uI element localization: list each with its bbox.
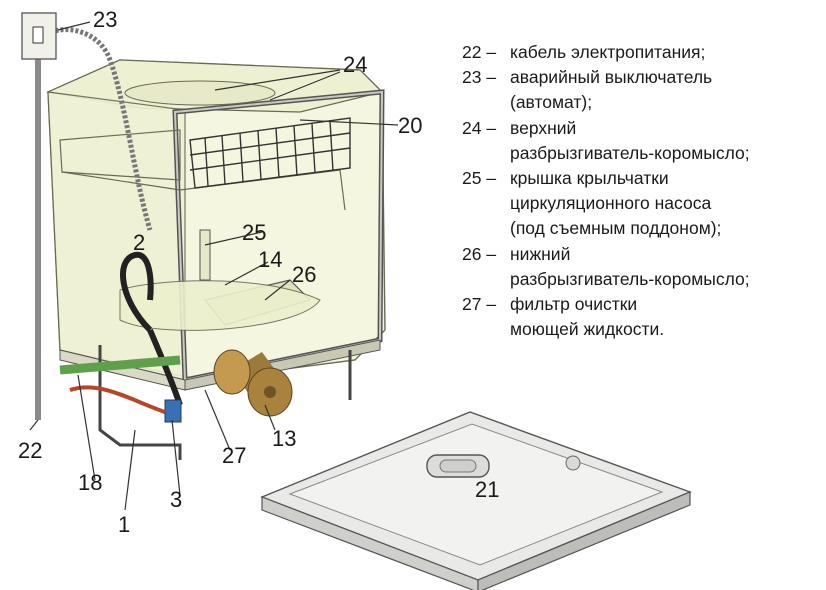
legend-text: крышка крыльчатки <box>510 168 669 189</box>
legend: 22 – кабель электропитания; 23 – аварийн… <box>462 40 822 342</box>
legend-text: циркуляционного насоса <box>510 193 712 214</box>
legend-text: моющей жидкости. <box>510 319 665 340</box>
legend-item-23: 23 – аварийный выключатель (автомат); <box>462 65 822 115</box>
label-22: 22 <box>18 438 42 463</box>
legend-key: 22 – <box>462 42 497 62</box>
label-13: 13 <box>272 426 296 451</box>
legend-item-24: 24 – верхний разбрызгиватель-коромысло; <box>462 116 822 166</box>
label-24: 24 <box>343 52 367 77</box>
label-18: 18 <box>78 470 102 495</box>
label-14: 14 <box>258 247 282 272</box>
label-26: 26 <box>292 262 316 287</box>
label-27: 27 <box>222 443 246 468</box>
label-3: 3 <box>170 487 182 512</box>
label-20: 20 <box>398 113 422 138</box>
legend-key: 27 – <box>462 294 497 315</box>
label-1: 1 <box>118 512 130 537</box>
legend-key: 24 – <box>462 117 497 138</box>
label-23: 23 <box>93 7 117 32</box>
power-cable <box>35 27 153 420</box>
legend-text: разбрызгиватель-коромысло; <box>510 268 750 289</box>
dishwasher-body <box>45 59 386 460</box>
legend-text: (под съемным поддоном); <box>510 218 722 239</box>
sump-cover-part <box>260 411 692 590</box>
circuit-breaker <box>21 12 57 60</box>
legend-key: 26 – <box>462 243 497 264</box>
legend-item-22: 22 – кабель электропитания; <box>462 40 822 65</box>
legend-item-26: 26 – нижний разбрызгиватель-коромысло; <box>462 242 822 292</box>
legend-text: фильтр очистки <box>510 294 638 315</box>
leader-lines <box>29 21 399 511</box>
legend-text: кабель электропитания; <box>510 42 706 62</box>
legend-text: (автомат); <box>510 92 593 113</box>
legend-item-25: 25 – крышка крыльчатки циркуляционного н… <box>462 166 822 242</box>
legend-item-27: 27 – фильтр очистки моющей жидкости. <box>462 292 822 342</box>
legend-key: 25 – <box>462 168 497 189</box>
label-25: 25 <box>242 220 266 245</box>
legend-text: нижний <box>510 243 571 264</box>
legend-key: 23 – <box>462 67 497 88</box>
legend-text: верхний <box>510 117 577 138</box>
legend-text: разбрызгиватель-коромысло; <box>510 142 750 163</box>
legend-text: аварийный выключатель <box>510 67 713 88</box>
label-21: 21 <box>475 477 499 502</box>
label-2: 2 <box>133 230 145 255</box>
